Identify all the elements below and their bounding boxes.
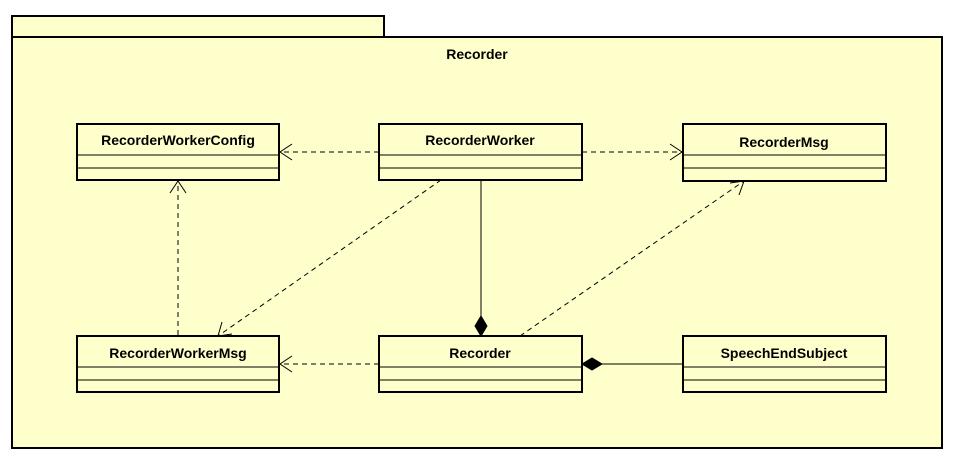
class-name: RecorderMsg: [739, 134, 828, 150]
class-name: SpeechEndSubject: [721, 345, 848, 361]
class-recorder-msg[interactable]: RecorderMsg: [682, 123, 887, 182]
class-name: RecorderWorkerMsg: [109, 345, 246, 361]
composition-recorder-speechend[interactable]: [581, 357, 683, 371]
composition-diamond-right: [581, 357, 603, 371]
class-name: RecorderWorkerConfig: [101, 132, 255, 148]
class-name: RecorderWorker: [425, 132, 535, 148]
class-recorder-worker-msg[interactable]: RecorderWorkerMsg: [76, 335, 280, 393]
class-speech-end-subject[interactable]: SpeechEndSubject: [682, 335, 887, 393]
package-tab: [11, 15, 385, 38]
class-recorder-worker[interactable]: RecorderWorker: [378, 123, 583, 181]
package-title: Recorder: [446, 46, 508, 62]
class-name: Recorder: [449, 345, 511, 361]
class-recorder[interactable]: Recorder: [378, 335, 583, 393]
class-recorder-worker-config[interactable]: RecorderWorkerConfig: [76, 123, 280, 181]
